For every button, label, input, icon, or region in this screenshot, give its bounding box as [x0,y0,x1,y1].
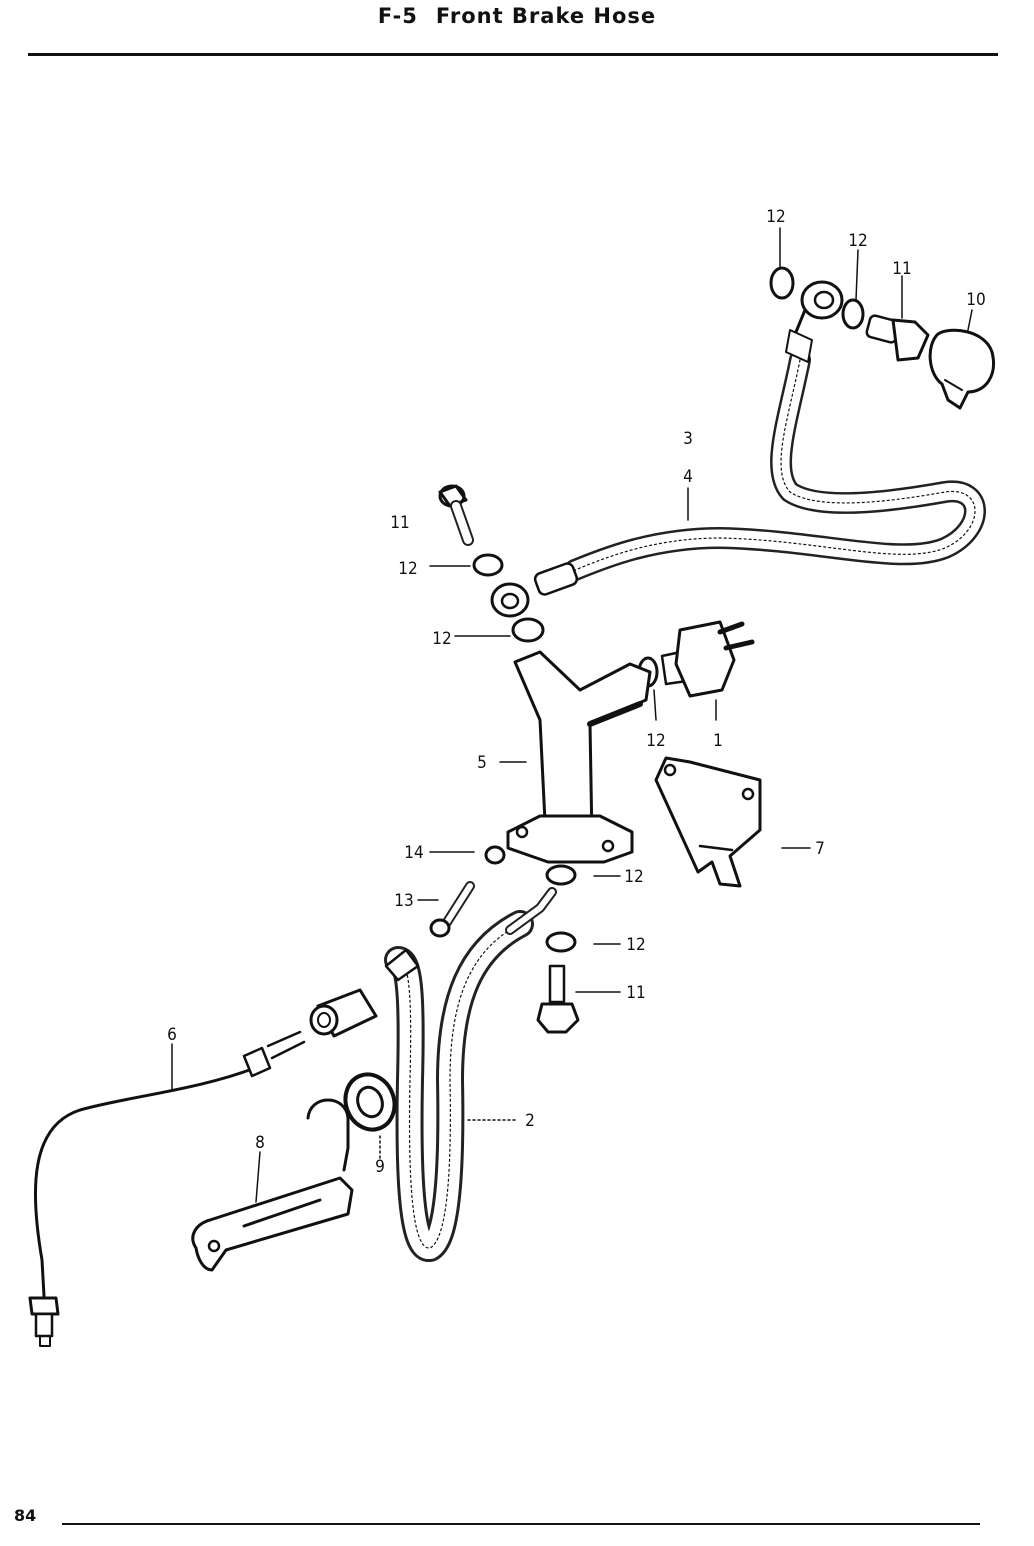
callout-2: 2 [525,1111,535,1131]
exploded-parts-diagram: 12 12 11 10 3 4 11 12 12 12 1 5 7 14 12 … [28,207,995,1347]
callout-11-b: 11 [390,513,409,533]
switch-wire-6 [28,1030,306,1347]
page-header: F-5 Front Brake Hose [0,0,1034,60]
three-way-joint-5 [506,650,652,864]
callout-12-f: 12 [624,867,643,887]
callout-11-a: 11 [892,259,911,279]
callout-5: 5 [477,753,487,773]
callout-1: 1 [713,731,723,751]
top-rule [28,53,998,56]
bracket-8 [191,1098,354,1272]
callout-labels: 12 12 11 10 3 4 11 12 12 12 1 5 7 14 12 … [167,207,986,1177]
leader-lines [171,227,973,1203]
bottom-rule [62,1523,980,1525]
callout-12-d: 12 [432,629,451,649]
page-title: F-5 Front Brake Hose [0,4,1034,28]
callout-9: 9 [375,1157,385,1177]
callout-14: 14 [404,843,423,863]
washer-12-a [769,266,795,300]
stop-switch-1 [660,620,755,698]
bracket-7 [654,756,762,888]
section-code: F-5 [377,4,418,28]
callout-6: 6 [167,1025,177,1045]
callout-4: 4 [683,467,693,487]
bolt-11-lower [536,964,580,1034]
washer-12-b [841,298,865,330]
callout-12-c: 12 [398,559,417,579]
callout-13: 13 [394,891,413,911]
cap-10 [928,328,995,410]
washer-12-c [472,553,504,577]
washer-14 [484,845,506,865]
washer-12-f [545,864,577,886]
callout-12-g: 12 [626,935,645,955]
bolt-11-upper-left [438,484,474,546]
callout-3: 3 [683,429,693,449]
washer-12-g [545,931,577,953]
callout-11-c: 11 [626,983,645,1003]
callout-10: 10 [966,290,985,310]
upper-brake-hose [490,280,986,618]
callout-12-b: 12 [848,231,867,251]
callout-12-a: 12 [766,207,785,227]
bolt-13 [429,881,475,938]
bolt-11-upper-right [865,314,930,362]
page-number: 84 [14,1506,37,1525]
lower-brake-hose-2 [309,887,557,1262]
section-title: Front Brake Hose [435,4,657,28]
callout-7: 7 [815,839,825,859]
callout-8: 8 [255,1133,265,1153]
callout-12-e: 12 [646,731,665,751]
washer-12-d [511,617,545,643]
